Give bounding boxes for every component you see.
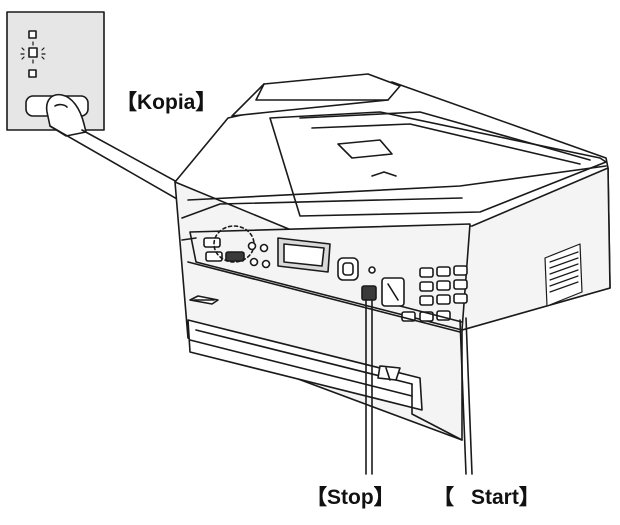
kopia-label: 【Kopia】: [116, 86, 216, 116]
stop-label: 【Stop】: [306, 481, 395, 511]
start-label: Start】: [471, 481, 540, 511]
stop-button-graphic: [362, 286, 376, 300]
start-bracket-label: 【: [433, 481, 454, 511]
